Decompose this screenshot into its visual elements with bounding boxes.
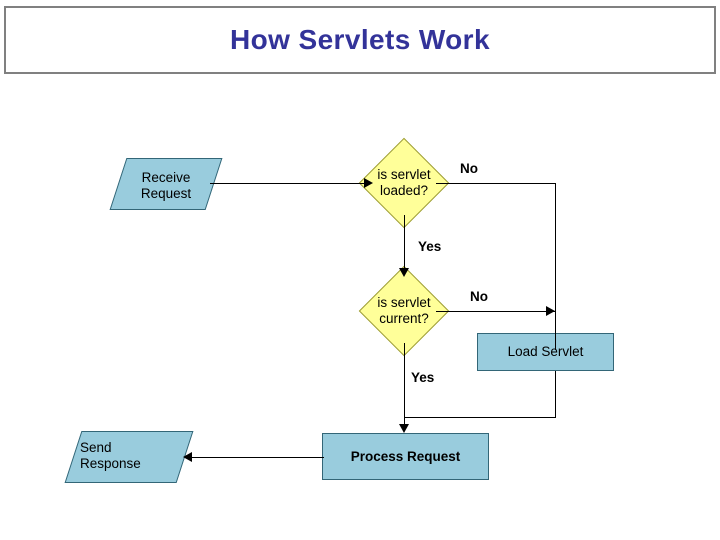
edge-loaded-yes-line — [404, 215, 405, 273]
edge-load-servlet-left — [405, 417, 556, 418]
edge-current-yes-line — [404, 343, 405, 428]
node-load-servlet-shape — [477, 333, 614, 371]
edge-current-yes-arrow — [399, 424, 409, 433]
edge-current-no-arrow — [546, 306, 555, 316]
title-bar: How Servlets Work — [4, 6, 716, 74]
edge-load-servlet-down — [555, 371, 556, 417]
edge-label-current-yes: Yes — [411, 370, 435, 385]
edge-receive-to-loaded-arrow — [364, 178, 373, 188]
edge-receive-to-loaded — [210, 183, 365, 184]
node-is-servlet-loaded-label: is servlet loaded? — [377, 167, 431, 198]
node-receive-request-label: Receive Request — [140, 170, 192, 201]
edge-process-to-response-arrow — [183, 452, 192, 462]
edge-current-no-horizontal — [436, 311, 555, 312]
edge-loaded-no-vertical — [555, 183, 556, 350]
node-process-request-shape — [322, 433, 489, 480]
page-title: How Servlets Work — [230, 24, 490, 55]
edge-label-loaded-yes: Yes — [418, 239, 442, 254]
edge-process-to-response — [190, 457, 324, 458]
node-is-servlet-current-label: is servlet current? — [377, 295, 431, 326]
edge-label-loaded-no: No — [460, 161, 478, 176]
node-load-servlet-label: Load Servlet — [507, 344, 584, 359]
node-send-response-label: Send Response — [80, 440, 141, 471]
edge-label-current-no: No — [470, 289, 488, 304]
edge-loaded-no-horizontal — [436, 183, 556, 184]
edge-loaded-yes-arrow — [399, 268, 409, 277]
node-process-request-label: Process Request — [350, 449, 461, 464]
